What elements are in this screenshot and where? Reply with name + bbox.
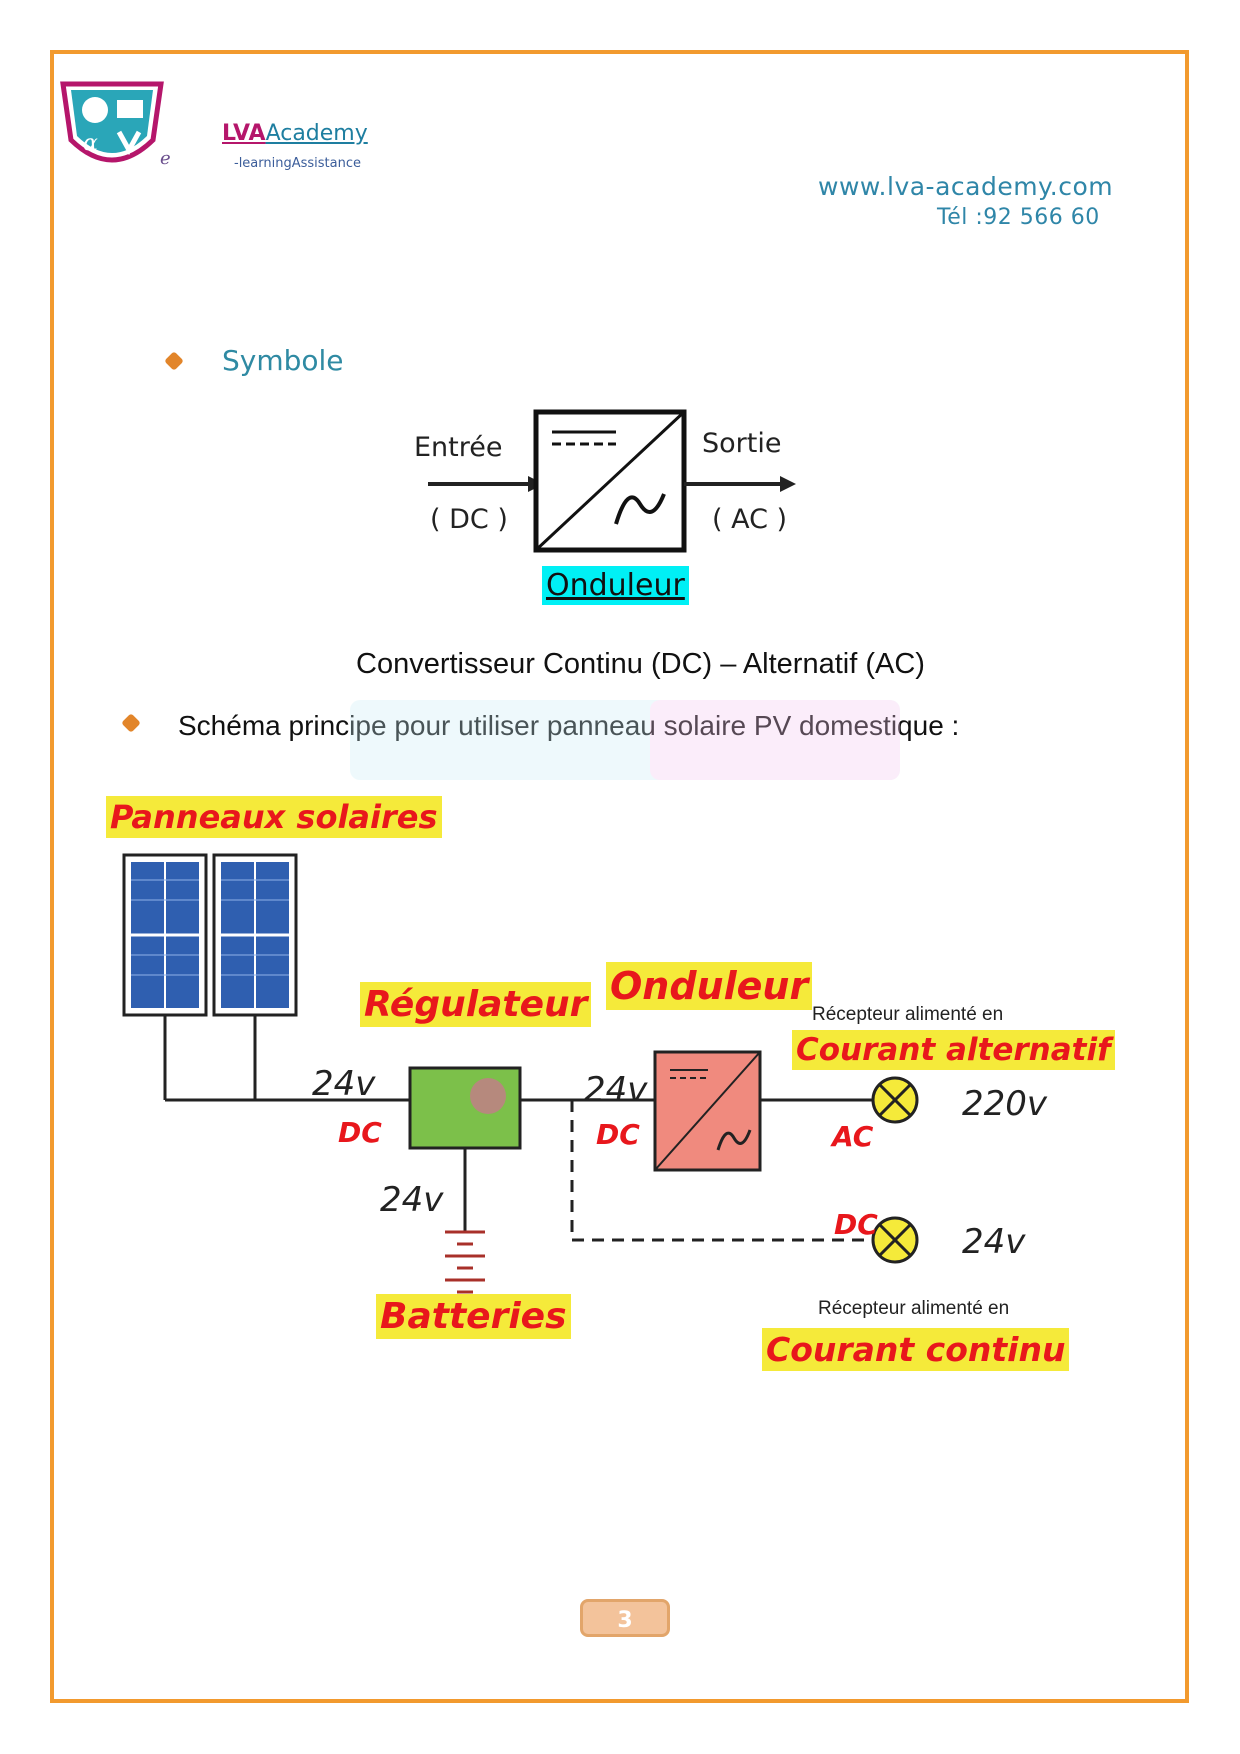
symbol-caption: Convertisseur Continu (DC) – Alternatif … [356, 648, 925, 680]
brand-lva: LVA [222, 121, 266, 146]
voltage-battery: 24v [380, 1180, 444, 1220]
type-panels: DC [338, 1116, 382, 1149]
label-batteries: Batteries [376, 1294, 571, 1339]
solar-panel [122, 853, 208, 1017]
voltage-ac-load: 220v [962, 1084, 1048, 1124]
battery-symbol-icon [445, 1230, 485, 1294]
phone-number: Tél :92 566 60 [937, 205, 1100, 230]
ac-lamp-icon [871, 1076, 919, 1124]
regulator-indicator [470, 1078, 506, 1114]
inverter-diagonal [534, 410, 686, 552]
svg-text:α: α [83, 131, 98, 156]
brand-name: LVAAcademy [222, 121, 368, 146]
type-dc-load: DC [834, 1208, 878, 1241]
page-frame [50, 50, 1189, 1703]
ac-symbol-wave [614, 493, 666, 525]
label-regulateur: Régulateur [360, 982, 592, 1027]
output-arrow-head [780, 476, 796, 492]
label-panneaux-solaires: Panneaux solaires [106, 796, 442, 838]
label-courant-continu: Courant continu [762, 1328, 1070, 1371]
inverter-symbol-diagram [428, 409, 796, 553]
solar-panel [212, 853, 298, 1017]
ac-receiver-note: Récepteur alimenté en [812, 1004, 1004, 1025]
section-title-schema: Schéma principe pour utiliser panneau so… [178, 710, 960, 741]
solar-system-diagram [122, 853, 919, 1294]
type-ac: AC [832, 1120, 874, 1153]
voltage-panels: 24v [312, 1064, 376, 1104]
brand-academy: Academy [265, 121, 368, 146]
logo-e: e [160, 148, 171, 169]
label-onduleur-schema: Onduleur [606, 962, 813, 1010]
section-title-symbole: Symbole [222, 344, 344, 377]
device-name-onduleur: Onduleur [542, 566, 689, 605]
website-link[interactable]: www.lva-academy.com [818, 172, 1114, 201]
page-number: 3 [580, 1599, 670, 1637]
type-regulator-out: DC [596, 1118, 640, 1151]
input-label: Entrée [414, 432, 503, 463]
output-type: ( AC ) [712, 504, 788, 535]
dc-receiver-note: Récepteur alimenté en [818, 1298, 1010, 1319]
academy-logo: α [60, 81, 164, 163]
output-label: Sortie [702, 428, 782, 459]
brand-tagline: -learningAssistance [234, 156, 361, 171]
regulator-box [408, 1066, 522, 1150]
voltage-regulator-out: 24v [584, 1070, 648, 1110]
label-courant-alternatif: Courant alternatif [792, 1030, 1115, 1070]
inverter-diagonal-schema [654, 1051, 761, 1171]
background-watermark [350, 700, 900, 780]
ac-wave-schema [716, 1129, 752, 1151]
input-type: ( DC ) [430, 504, 508, 535]
dc-lamp-icon [871, 1216, 919, 1264]
voltage-dc-load: 24v [962, 1222, 1026, 1262]
